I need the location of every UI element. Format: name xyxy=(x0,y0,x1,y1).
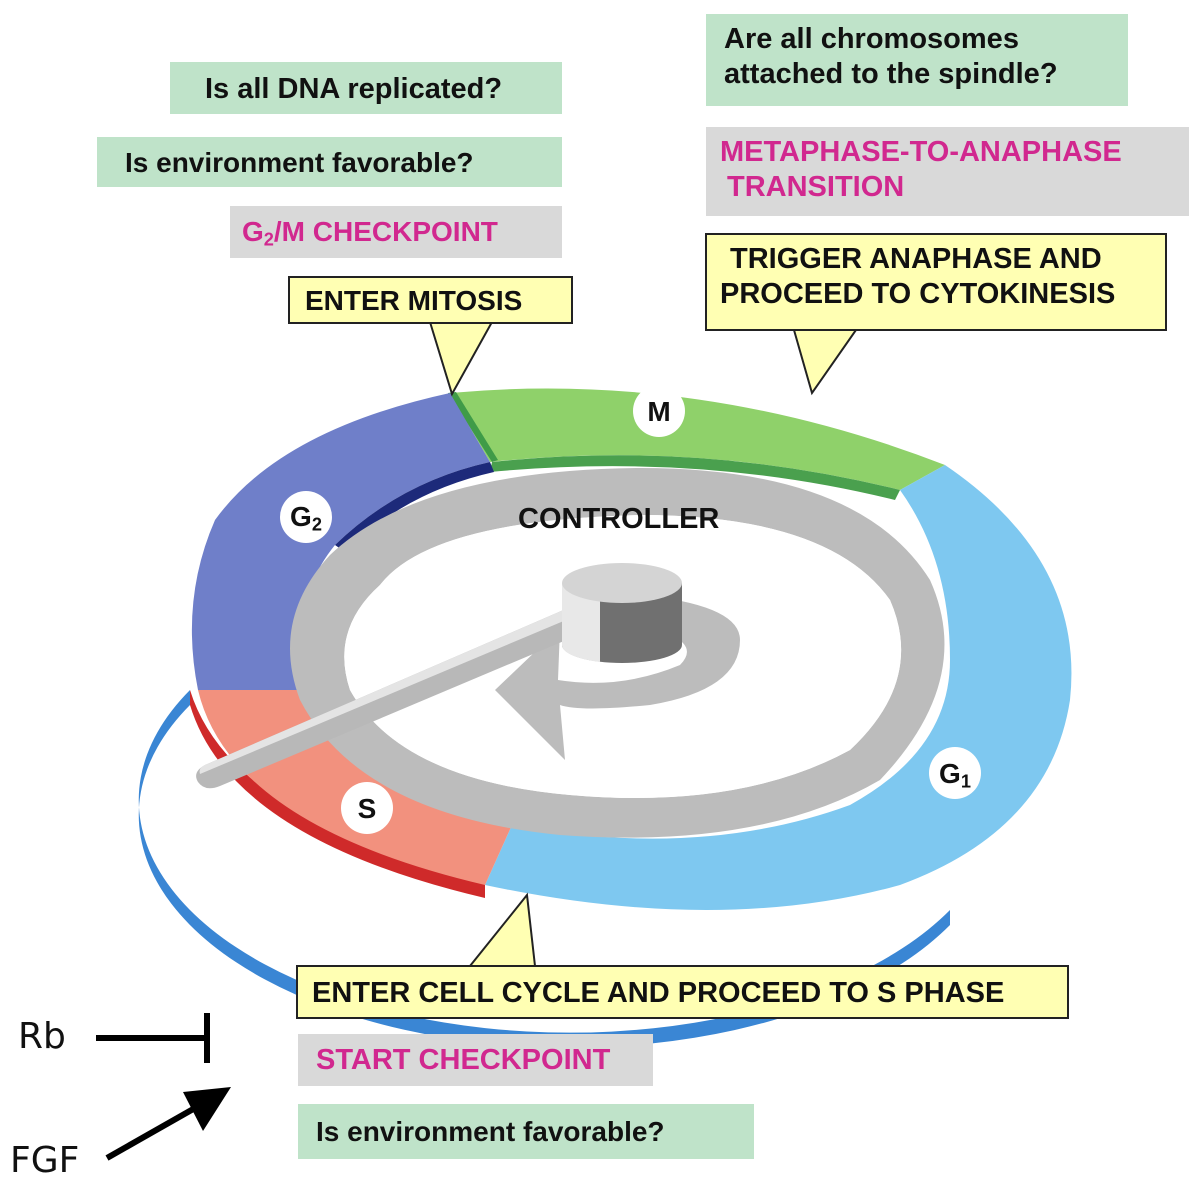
g1-subscript: 1 xyxy=(960,771,971,792)
g2-phase-segment xyxy=(191,393,491,690)
controller-label-text: CONTROLLER xyxy=(518,503,720,535)
start-checkpoint-text: START CHECKPOINT xyxy=(316,1044,611,1076)
g1-phase-segment xyxy=(485,465,1072,910)
g2m-suffix: /M CHECKPOINT xyxy=(273,216,498,247)
g2-phase-label: G2 xyxy=(280,500,332,536)
m-phase-label-circle xyxy=(633,385,685,437)
trigger-anaphase-pointer xyxy=(792,329,858,396)
g2-letter: G xyxy=(290,501,312,532)
trigger-anaphase-callout: TRIGGER ANAPHASE AND PROCEED TO CYTOKINE… xyxy=(705,233,1167,331)
g2m-prefix: G xyxy=(242,216,264,247)
rb-text: Rb xyxy=(18,1016,66,1057)
controller-knob xyxy=(561,563,682,663)
g1-letter: G xyxy=(939,758,961,789)
g1-phase-label-circle xyxy=(929,747,981,799)
s-phase-label-circle xyxy=(341,782,393,834)
enter-cell-cycle-callout: ENTER CELL CYCLE AND PROCEED TO S PHASE xyxy=(296,965,1069,1019)
fgf-text: FGF xyxy=(10,1140,80,1181)
m-phase-label: M xyxy=(633,395,685,429)
dna-replicated-question: Is all DNA replicated? xyxy=(170,62,562,114)
fgf-label: FGF xyxy=(10,1140,79,1181)
chromosomes-line-2: attached to the spindle? xyxy=(724,57,1058,90)
controller-label: CONTROLLER xyxy=(518,502,719,537)
m-phase-text: M xyxy=(647,396,671,427)
enter-cell-cycle-text: ENTER CELL CYCLE AND PROCEED TO S PHASE xyxy=(312,977,1005,1009)
g2m-checkpoint-label: G2/M CHECKPOINT xyxy=(230,206,562,258)
env-favorable-question-bottom: Is environment favorable? xyxy=(298,1104,754,1159)
metaphase-line-1: METAPHASE-TO-ANAPHASE xyxy=(720,136,1122,168)
rb-label: Rb xyxy=(18,1016,66,1057)
dna-replicated-text: Is all DNA replicated? xyxy=(205,73,503,105)
enter-mitosis-callout: ENTER MITOSIS xyxy=(288,276,573,324)
enter-mitosis-pointer xyxy=(428,321,494,397)
m-phase-boundary xyxy=(448,392,498,462)
start-checkpoint-label: START CHECKPOINT xyxy=(298,1034,653,1086)
chromosomes-attached-question: Are all chromosomes attached to the spin… xyxy=(706,14,1128,106)
trigger-line-1: TRIGGER ANAPHASE AND xyxy=(730,243,1102,275)
g1-phase-label: G1 xyxy=(929,757,981,793)
g2m-subscript: 2 xyxy=(263,229,274,250)
m-phase-inner-edge xyxy=(490,455,900,500)
metaphase-anaphase-transition-label: METAPHASE-TO-ANAPHASE TRANSITION xyxy=(706,127,1189,216)
env-favorable-top-text: Is environment favorable? xyxy=(125,147,474,178)
env-favorable-bottom-text: Is environment favorable? xyxy=(316,1116,665,1147)
enter-mitosis-text: ENTER MITOSIS xyxy=(305,285,523,316)
trigger-line-2: PROCEED TO CYTOKINESIS xyxy=(720,277,1116,310)
env-favorable-question-top: Is environment favorable? xyxy=(97,137,562,187)
s-phase-text: S xyxy=(357,793,377,824)
g2-phase-label-circle xyxy=(280,491,332,543)
metaphase-line-2: TRANSITION xyxy=(727,170,905,203)
g2-subscript: 2 xyxy=(311,514,322,535)
s-phase-label: S xyxy=(341,792,393,826)
fgf-activation-arrow xyxy=(105,1087,231,1161)
controller-hand xyxy=(196,605,590,789)
rb-inhibition-symbol xyxy=(96,1013,210,1063)
m-phase-segment xyxy=(450,388,945,490)
enter-cell-cycle-pointer xyxy=(467,892,537,967)
chromosomes-line-1: Are all chromosomes xyxy=(724,23,1019,55)
